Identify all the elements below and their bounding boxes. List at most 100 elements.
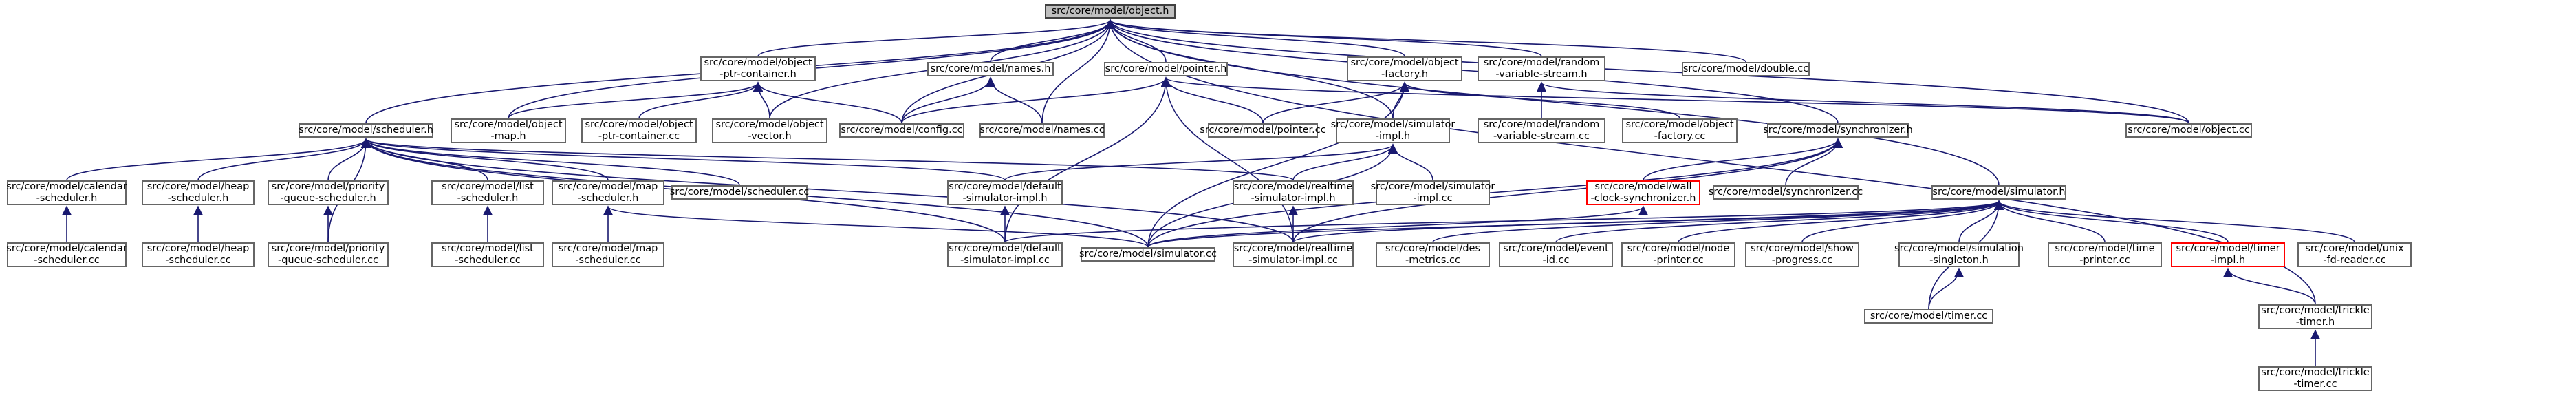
edge-time-printer-cc-to-simulator-h [1993,200,2106,243]
node-label: src/core/model/simulator.h [1932,187,2066,198]
edge-wall-clock-synchronizer-h-to-synchronizer-h [1643,138,1843,181]
node-default-simulator-impl-cc[interactable]: src/core/model/default-simulator-impl.cc [947,242,1063,267]
edge-default-simulator-impl-h-to-scheduler-h [361,138,1006,181]
edge-simulator-impl-cc-to-simulator-impl-h [1387,143,1433,181]
node-names-h[interactable]: src/core/model/names.h [927,62,1054,76]
node-label: src/core/model/object [715,119,824,130]
node-random-variable-stream-cc[interactable]: src/core/model/random-variable-stream.cc [1478,118,1605,143]
node-map-scheduler-h[interactable]: src/core/model/map-scheduler.h [552,180,664,205]
node-simulator-impl-h[interactable]: src/core/model/simulator-impl.h [1331,118,1455,143]
node-label: -clock-synchronizer.h [1590,193,1696,204]
edge-config-cc-to-pointer-h [901,76,1171,124]
node-des-metrics-cc[interactable]: src/core/model/des-metrics.cc [1376,242,1490,267]
node-realtime-simulator-impl-h[interactable]: src/core/model/realtime-simulator-impl.h [1233,180,1354,205]
node-label: src/core/model/config.cc [841,125,963,136]
node-label: src/core/model/scheduler.h [299,125,433,136]
node-label: src/core/model/time [2055,243,2155,254]
node-label: src/core/model/double.cc [1682,63,1809,74]
node-label: -metrics.cc [1405,255,1461,266]
node-label: src/core/model/calendar [6,181,127,192]
node-scheduler-h[interactable]: src/core/model/scheduler.h [299,123,433,138]
node-calendar-scheduler-h[interactable]: src/core/model/calendar-scheduler.h [6,180,127,205]
node-show-progress-cc[interactable]: src/core/model/show-progress.cc [1745,242,1859,267]
node-double-cc[interactable]: src/core/model/double.cc [1682,62,1810,76]
edge-names-h-to-object-h [990,19,1116,63]
node-label: src/core/model/simulator [1330,119,1455,130]
edge-show-progress-cc-to-simulator-h [1801,200,2004,243]
node-map-scheduler-cc[interactable]: src/core/model/map-scheduler.cc [552,242,664,267]
node-scheduler-cc[interactable]: src/core/model/scheduler.cc [669,185,810,200]
node-label: -simulator-impl.cc [1248,255,1338,266]
node-label: src/core/model/simulator [1370,181,1495,192]
node-label: src/core/model/simulation [1894,243,2024,254]
node-unix-fd-reader-cc[interactable]: src/core/model/unix-fd-reader.cc [2297,242,2412,267]
node-simulation-singleton-h[interactable]: src/core/model/simulation-singleton.h [1894,242,2024,267]
node-calendar-scheduler-cc[interactable]: src/core/model/calendar-scheduler.cc [6,242,127,267]
node-label: src/core/model/map [558,181,658,192]
node-config-cc[interactable]: src/core/model/config.cc [839,123,964,138]
edge-names-cc-to-object-h [1041,19,1116,124]
edge-object-factory-h-to-object-h [1105,19,1405,57]
node-label: -id.cc [1542,255,1570,266]
node-object-vector-h[interactable]: src/core/model/object-vector.h [712,118,827,143]
node-pointer-cc[interactable]: src/core/model/pointer.cc [1200,123,1326,138]
node-timer-cc[interactable]: src/core/model/timer.cc [1864,309,1993,324]
node-names-cc[interactable]: src/core/model/names.cc [979,123,1105,138]
node-list-scheduler-h[interactable]: src/core/model/list-scheduler.h [431,180,544,205]
node-object-factory-h[interactable]: src/core/model/object-factory.h [1347,56,1462,81]
node-label: src/core/model/list [442,243,534,254]
edge-simulator-cc-to-synchronizer-h [1147,138,1843,248]
node-synchronizer-h[interactable]: src/core/model/synchronizer.h [1763,123,1913,138]
node-object-factory-cc[interactable]: src/core/model/object-factory.cc [1622,118,1738,143]
node-label: src/core/model/random [1483,57,1600,68]
edge-trickle-timer-h-to-timer-impl-h [2222,267,2316,305]
node-pointer-h[interactable]: src/core/model/pointer.h [1104,62,1228,76]
node-priority-queue-scheduler-h[interactable]: src/core/model/priority-queue-scheduler.… [268,180,389,205]
node-label: -timer.h [2295,317,2335,328]
node-label: src/core/model/default [949,243,1061,254]
node-heap-scheduler-cc[interactable]: src/core/model/heap-scheduler.cc [142,242,255,267]
node-timer-impl-h[interactable]: src/core/model/timer-impl.h [2171,242,2285,267]
node-list-scheduler-cc[interactable]: src/core/model/list-scheduler.cc [431,242,544,267]
edge-scheduler-cc-to-scheduler-h [361,138,740,186]
node-realtime-simulator-impl-cc[interactable]: src/core/model/realtime-simulator-impl.c… [1233,242,1354,267]
node-event-id-cc[interactable]: src/core/model/event-id.cc [1499,242,1613,267]
node-object-ptr-container-h[interactable]: src/core/model/object-ptr-container.h [700,56,816,81]
edge-object-vector-h-to-object-ptr-container-h [753,81,770,119]
node-label: src/core/model/synchronizer.h [1763,125,1913,136]
edge-double-cc-to-object-h [1105,19,1746,63]
node-label: src/core/model/scheduler.cc [669,187,810,198]
node-time-printer-cc[interactable]: src/core/model/time-printer.cc [2048,242,2162,267]
node-heap-scheduler-h[interactable]: src/core/model/heap-scheduler.h [142,180,255,205]
edge-calendar-scheduler-h-to-scheduler-h [66,138,371,181]
node-default-simulator-impl-h[interactable]: src/core/model/default-simulator-impl.h [947,180,1063,205]
node-label: src/core/model/object [454,119,563,130]
node-simulator-impl-cc[interactable]: src/core/model/simulator-impl.cc [1371,180,1495,205]
node-priority-queue-scheduler-cc[interactable]: src/core/model/priority-queue-scheduler.… [268,242,389,267]
node-object-map-h[interactable]: src/core/model/object-map.h [451,118,566,143]
node-node-printer-cc[interactable]: src/core/model/node-printer.cc [1621,242,1735,267]
node-wall-clock-synchronizer-h[interactable]: src/core/model/wall-clock-synchronizer.h [1586,180,1700,205]
node-label: src/core/model/object [585,119,693,130]
node-label: src/core/model/object.cc [2128,125,2250,136]
node-synchronizer-cc[interactable]: src/core/model/synchronizer.cc [1709,185,1863,200]
node-label: src/core/model/priority [271,243,385,254]
node-object-h[interactable]: src/core/model/object.h [1045,4,1176,19]
node-label: src/core/model/node [1627,243,1730,254]
node-simulator-cc[interactable]: src/core/model/simulator.cc [1079,247,1217,262]
node-label: -fd-reader.cc [2323,255,2386,266]
node-label: -ptr-container.h [719,69,797,80]
node-label: -scheduler.cc [575,255,641,266]
node-label: src/core/model/timer [2176,243,2280,254]
node-object-ptr-container-cc[interactable]: src/core/model/object-ptr-container.cc [581,118,697,143]
node-trickle-timer-cc[interactable]: src/core/model/trickle-timer.cc [2258,366,2372,391]
node-trickle-timer-h[interactable]: src/core/model/trickle-timer.h [2258,304,2372,329]
node-random-variable-stream-h[interactable]: src/core/model/random-variable-stream.h [1478,56,1605,81]
node-label: -queue-scheduler.h [280,193,376,204]
node-label: src/core/model/realtime [1233,181,1353,192]
node-simulator-h[interactable]: src/core/model/simulator.h [1931,185,2066,200]
edge-simulator-h-to-object-h [1105,19,2000,186]
node-object-cc[interactable]: src/core/model/object.cc [2125,123,2252,138]
node-label: src/core/model/show [1751,243,1854,254]
